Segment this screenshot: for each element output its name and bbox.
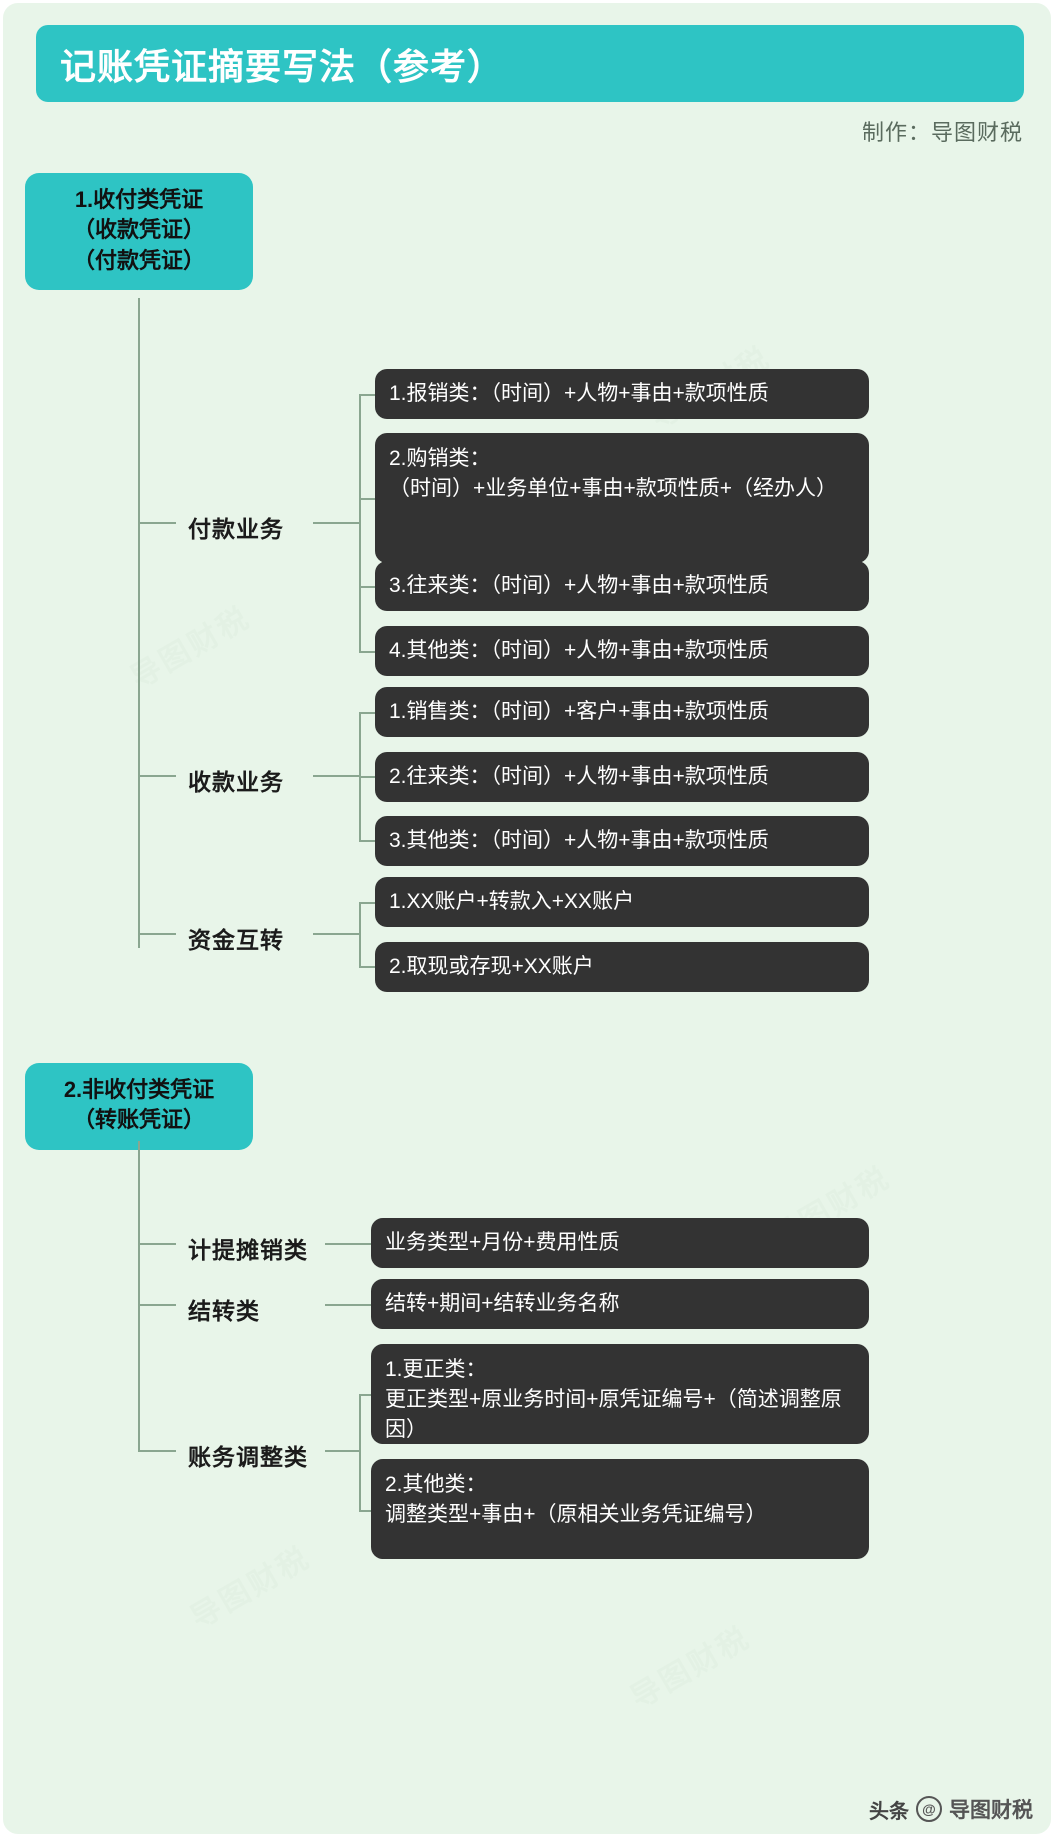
connector-leaf-line [359,902,379,904]
connector-leaf-line [359,1394,375,1396]
leaf-box[interactable]: 1.销售类：（时间）+客户+事由+款项性质 [375,687,869,737]
connector-leaf-line [359,651,379,653]
connector-stub [138,775,176,777]
connector-spine [138,1141,140,1451]
connector-leaf-line [359,776,379,778]
connector-leaf-line [359,840,379,842]
group-label-accrual-amortization[interactable]: 计提摊销类 [188,1237,308,1263]
leaf-box[interactable]: 3.往来类：（时间）+人物+事由+款项性质 [375,561,869,611]
leaf-box[interactable]: 2.取现或存现+XX账户 [375,942,869,992]
connector-branch [359,1394,361,1510]
page-title: 记账凭证摘要写法（参考） [60,45,505,87]
connector-leaf-line [359,966,379,968]
connector-stub [325,1304,371,1306]
connector-leaf-line [359,498,379,500]
leaf-box[interactable]: 业务类型+月份+费用性质 [371,1218,869,1268]
leaf-box[interactable]: 2.往来类：（时间）+人物+事由+款项性质 [375,752,869,802]
connector-branch [359,902,361,967]
account-label: 导图财税 [949,1799,1033,1822]
leaf-box[interactable]: 1.XX账户+转款入+XX账户 [375,877,869,927]
connector-stub [313,775,359,777]
watermark-text: 导图财税 [625,1620,757,1716]
leaf-box[interactable]: 2.购销类： （时间）+业务单位+事由+款项性质+（经办人） [375,433,869,563]
group-label-payment-business[interactable]: 付款业务 [188,516,284,542]
leaf-box[interactable]: 4.其他类：（时间）+人物+事由+款项性质 [375,626,869,676]
connector-spine [138,298,140,948]
leaf-box[interactable]: 结转+期间+结转业务名称 [371,1279,869,1329]
connector-stub [325,1243,371,1245]
watermark-text: 导图财税 [125,600,257,696]
connector-stub [138,1304,176,1306]
root-node-non-receipt-payment[interactable]: 2.非收付类凭证 （转账凭证） [25,1063,253,1150]
platform-label: 头条 [869,1800,909,1823]
group-label-carryover[interactable]: 结转类 [188,1298,260,1324]
footer-watermark: 头条 @ 导图财税 [869,1794,1033,1824]
leaf-box[interactable]: 3.其他类：（时间）+人物+事由+款项性质 [375,816,869,866]
group-label-receipt-business[interactable]: 收款业务 [188,769,284,795]
connector-leaf-line [359,394,379,396]
connector-stub [138,933,176,935]
connector-branch [359,394,361,652]
at-icon: @ [916,1796,942,1822]
group-label-account-adjustment[interactable]: 账务调整类 [188,1444,308,1470]
group-label-fund-transfer[interactable]: 资金互转 [188,927,284,953]
connector-stub [138,522,176,524]
connector-stub [325,1450,359,1452]
leaf-box[interactable]: 2.其他类： 调整类型+事由+（原相关业务凭证编号） [371,1459,869,1559]
connector-stub [138,1450,176,1452]
connector-leaf-line [359,1510,375,1512]
leaf-box[interactable]: 1.更正类： 更正类型+原业务时间+原凭证编号+（简述调整原因） [371,1344,869,1444]
connector-stub [313,522,359,524]
credit-label: 制作：导图财税 [861,120,1023,145]
watermark-text: 导图财税 [185,1540,317,1636]
connector-leaf-line [359,586,379,588]
connector-leaf-line [359,712,379,714]
connector-stub [138,1243,176,1245]
leaf-box[interactable]: 1.报销类：（时间）+人物+事由+款项性质 [375,369,869,419]
root-node-receipt-payment[interactable]: 1.收付类凭证 （收款凭证） （付款凭证） [25,173,253,291]
page-title-bar: 记账凭证摘要写法（参考） [36,25,1024,102]
connector-stub [313,933,359,935]
